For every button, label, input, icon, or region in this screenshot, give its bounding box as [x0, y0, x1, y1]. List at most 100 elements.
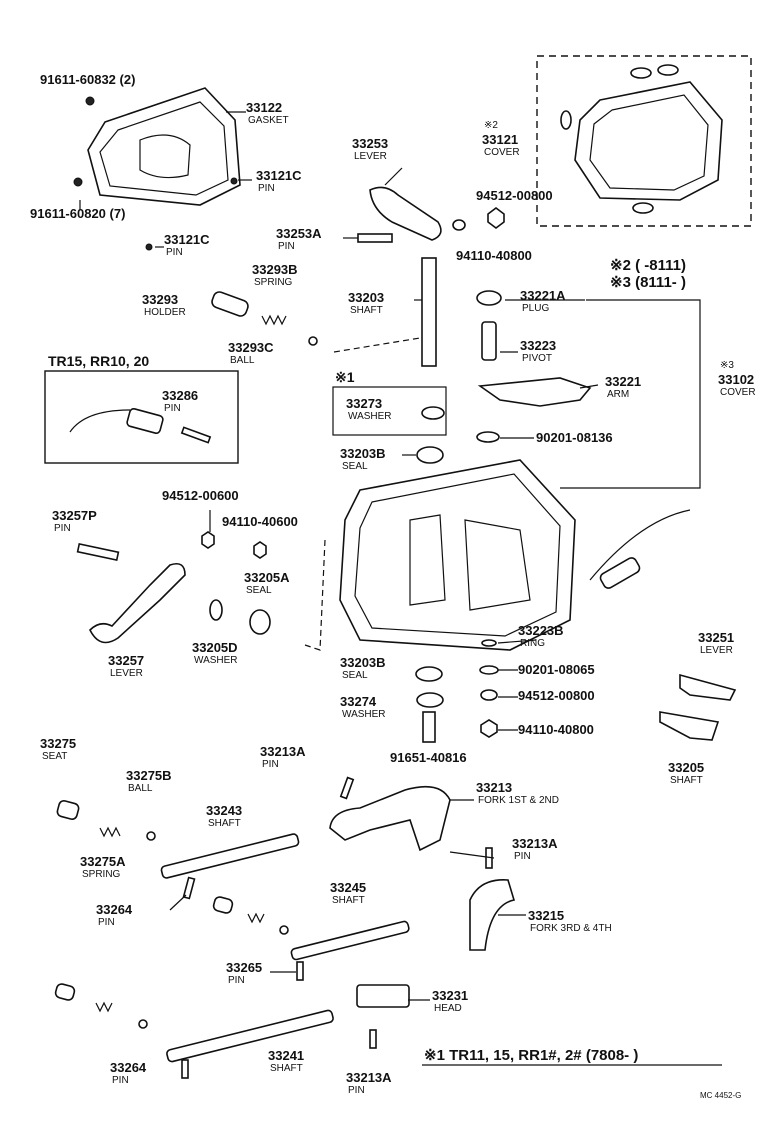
- part-number: 33257: [108, 653, 144, 668]
- part-callout: 91611-60820 (7): [30, 206, 125, 221]
- part-name: SHAFT: [270, 1063, 303, 1074]
- fork-shaft-drawing: [54, 776, 516, 1079]
- part-number: 33251: [698, 630, 734, 645]
- pivot-arm-drawing: [476, 290, 701, 489]
- part-number: 33293: [142, 292, 178, 307]
- shaft-lever-drawing: [333, 186, 505, 367]
- part-number: 33213A: [512, 836, 558, 851]
- part-name: PIN: [98, 917, 115, 928]
- part-number: 33121: [482, 132, 518, 147]
- part-name: SEAL: [342, 461, 368, 472]
- part-name: HEAD: [434, 1003, 462, 1014]
- part-number: 33273: [346, 396, 382, 411]
- part-callout: 94110-40800: [518, 722, 594, 737]
- part-name: SEAL: [342, 670, 368, 681]
- part-number: 33203B: [340, 655, 386, 670]
- part-name: PIN: [348, 1085, 365, 1096]
- part-number: 33241: [268, 1048, 304, 1063]
- part-name: PIN: [166, 247, 183, 258]
- part-number: 33205: [668, 760, 704, 775]
- gasket-drawing: [73, 87, 241, 251]
- part-name: BALL: [128, 783, 153, 794]
- part-name: PIN: [112, 1075, 129, 1086]
- part-number: 33264: [110, 1060, 147, 1075]
- part-number: 33231: [432, 988, 468, 1003]
- part-name: LEVER: [700, 645, 733, 656]
- part-name: SEAL: [246, 585, 272, 596]
- part-number: 94110-40800: [456, 248, 532, 263]
- part-name: ARM: [607, 389, 629, 400]
- part-number: 33274: [340, 694, 377, 709]
- part-callout: 94110-40600: [222, 514, 298, 529]
- part-number: 33121C: [164, 232, 210, 247]
- part-name: PIN: [258, 183, 275, 194]
- part-number: 94110-40800: [518, 722, 594, 737]
- part-number: 33205A: [244, 570, 290, 585]
- part-number: 33275: [40, 736, 76, 751]
- part-name: PIN: [228, 975, 245, 986]
- part-number: 91611-60832 (2): [40, 72, 135, 87]
- part-number: 33121C: [256, 168, 302, 183]
- part-number: 33203B: [340, 446, 386, 461]
- part-number: 33205D: [192, 640, 238, 655]
- part-number: 33275A: [80, 854, 126, 869]
- part-name: SPRING: [82, 869, 121, 880]
- part-callout: 94512-00800: [518, 688, 595, 703]
- part-number: 91651-40816: [390, 750, 467, 765]
- callout-mark: ※3: [720, 360, 734, 371]
- part-name: PIN: [514, 851, 531, 862]
- seal-stack-drawing: [415, 639, 499, 743]
- part-number: 94512-00800: [518, 688, 595, 703]
- part-number: 33257P: [52, 508, 97, 523]
- part-number: 94110-40600: [222, 514, 298, 529]
- note-footnote: ※1 TR11, 15, RR1#, 2# (7808- ): [424, 1047, 638, 1064]
- washer-box: [332, 386, 447, 436]
- part-name: PIN: [262, 759, 279, 770]
- callout-mark: ※2: [484, 120, 498, 131]
- part-number: 33213A: [346, 1070, 392, 1085]
- part-number: 33286: [162, 388, 198, 403]
- part-name: WASHER: [342, 709, 386, 720]
- part-number: 33265: [226, 960, 262, 975]
- part-name: PIVOT: [522, 353, 552, 364]
- part-name: LEVER: [354, 151, 387, 162]
- note-star1: ※1: [335, 369, 355, 385]
- part-name: HOLDER: [144, 307, 186, 318]
- part-number: 94512-00600: [162, 488, 239, 503]
- part-number: 33264: [96, 902, 133, 917]
- part-name: WASHER: [194, 655, 238, 666]
- part-name: COVER: [720, 387, 756, 398]
- part-number: 33213A: [260, 744, 306, 759]
- part-number: 90201-08136: [536, 430, 613, 445]
- part-name: FORK 1ST & 2ND: [478, 795, 559, 806]
- part-name: FORK 3RD & 4TH: [530, 923, 612, 934]
